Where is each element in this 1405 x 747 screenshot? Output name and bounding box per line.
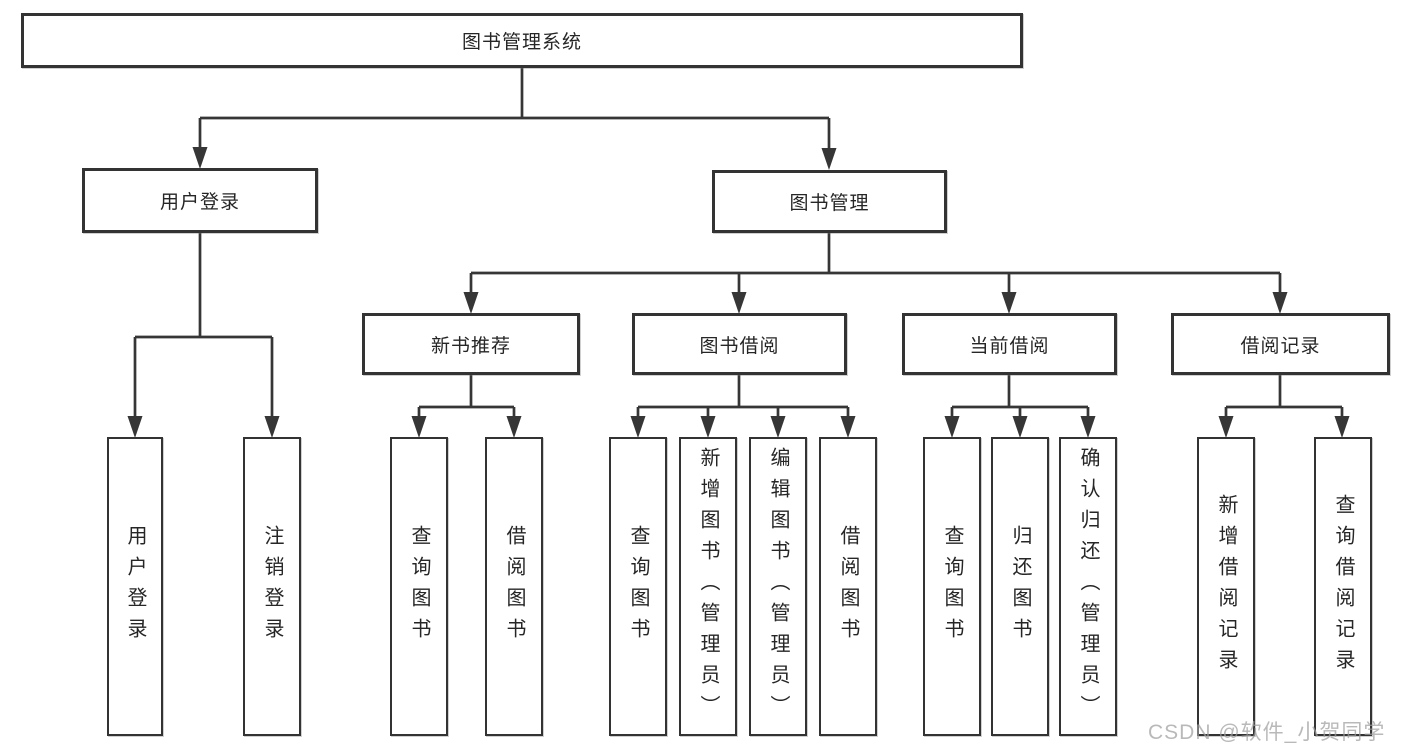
node-label: 借阅记录 <box>1240 335 1321 357</box>
watermark: CSDN @软件_小贺同学 <box>1148 721 1386 744</box>
node-label: 用户登录 <box>124 524 146 649</box>
node-label: 查询借阅记录 <box>1332 493 1354 680</box>
node-book-management: 图书管理 <box>712 170 947 233</box>
leaf-query-books-current: 查询图书 <box>923 437 981 736</box>
leaf-add-books-admin: 新增图书（管理员） <box>679 437 737 736</box>
node-new-book-recommendation: 新书推荐 <box>362 313 580 375</box>
leaf-borrow-books-recommend: 借阅图书 <box>485 437 543 736</box>
leaf-user-login: 用户登录 <box>107 437 163 736</box>
node-label: 确认归还（管理员） <box>1077 447 1099 726</box>
leaf-query-books-borrow: 查询图书 <box>609 437 667 736</box>
node-label: 新书推荐 <box>430 335 511 357</box>
node-label: 用户登录 <box>159 192 240 213</box>
node-label: 图书管理系统 <box>461 32 582 53</box>
node-label: 新增图书（管理员） <box>697 447 719 726</box>
node-label: 查询图书 <box>627 524 649 649</box>
node-label: 借阅图书 <box>503 524 525 649</box>
leaf-query-books-recommend: 查询图书 <box>390 437 448 736</box>
node-label: 借阅图书 <box>837 524 859 649</box>
node-borrowing-records: 借阅记录 <box>1171 313 1390 375</box>
leaf-edit-books-admin: 编辑图书（管理员） <box>749 437 807 736</box>
node-label: 编辑图书（管理员） <box>767 447 789 726</box>
node-label: 图书管理 <box>789 193 870 214</box>
node-label: 图书借阅 <box>699 335 780 357</box>
node-book-borrowing: 图书借阅 <box>632 313 847 375</box>
leaf-query-borrow-record: 查询借阅记录 <box>1314 437 1372 736</box>
node-label: 查询图书 <box>408 524 430 649</box>
node-label: 归还图书 <box>1009 524 1031 649</box>
node-label: 查询图书 <box>941 524 963 649</box>
leaf-confirm-return-admin: 确认归还（管理员） <box>1059 437 1117 736</box>
arrowheads <box>127 147 1350 438</box>
node-label: 新增借阅记录 <box>1215 493 1237 680</box>
leaf-add-borrow-record: 新增借阅记录 <box>1197 437 1255 736</box>
leaf-logout: 注销登录 <box>243 437 301 736</box>
node-label: 当前借阅 <box>969 335 1050 357</box>
node-library-management-system: 图书管理系统 <box>21 13 1023 68</box>
node-label: 注销登录 <box>261 524 283 649</box>
node-current-borrowing: 当前借阅 <box>902 313 1117 375</box>
node-user-login: 用户登录 <box>82 168 318 233</box>
leaf-return-books: 归还图书 <box>991 437 1049 736</box>
leaf-borrow-books: 借阅图书 <box>819 437 877 736</box>
